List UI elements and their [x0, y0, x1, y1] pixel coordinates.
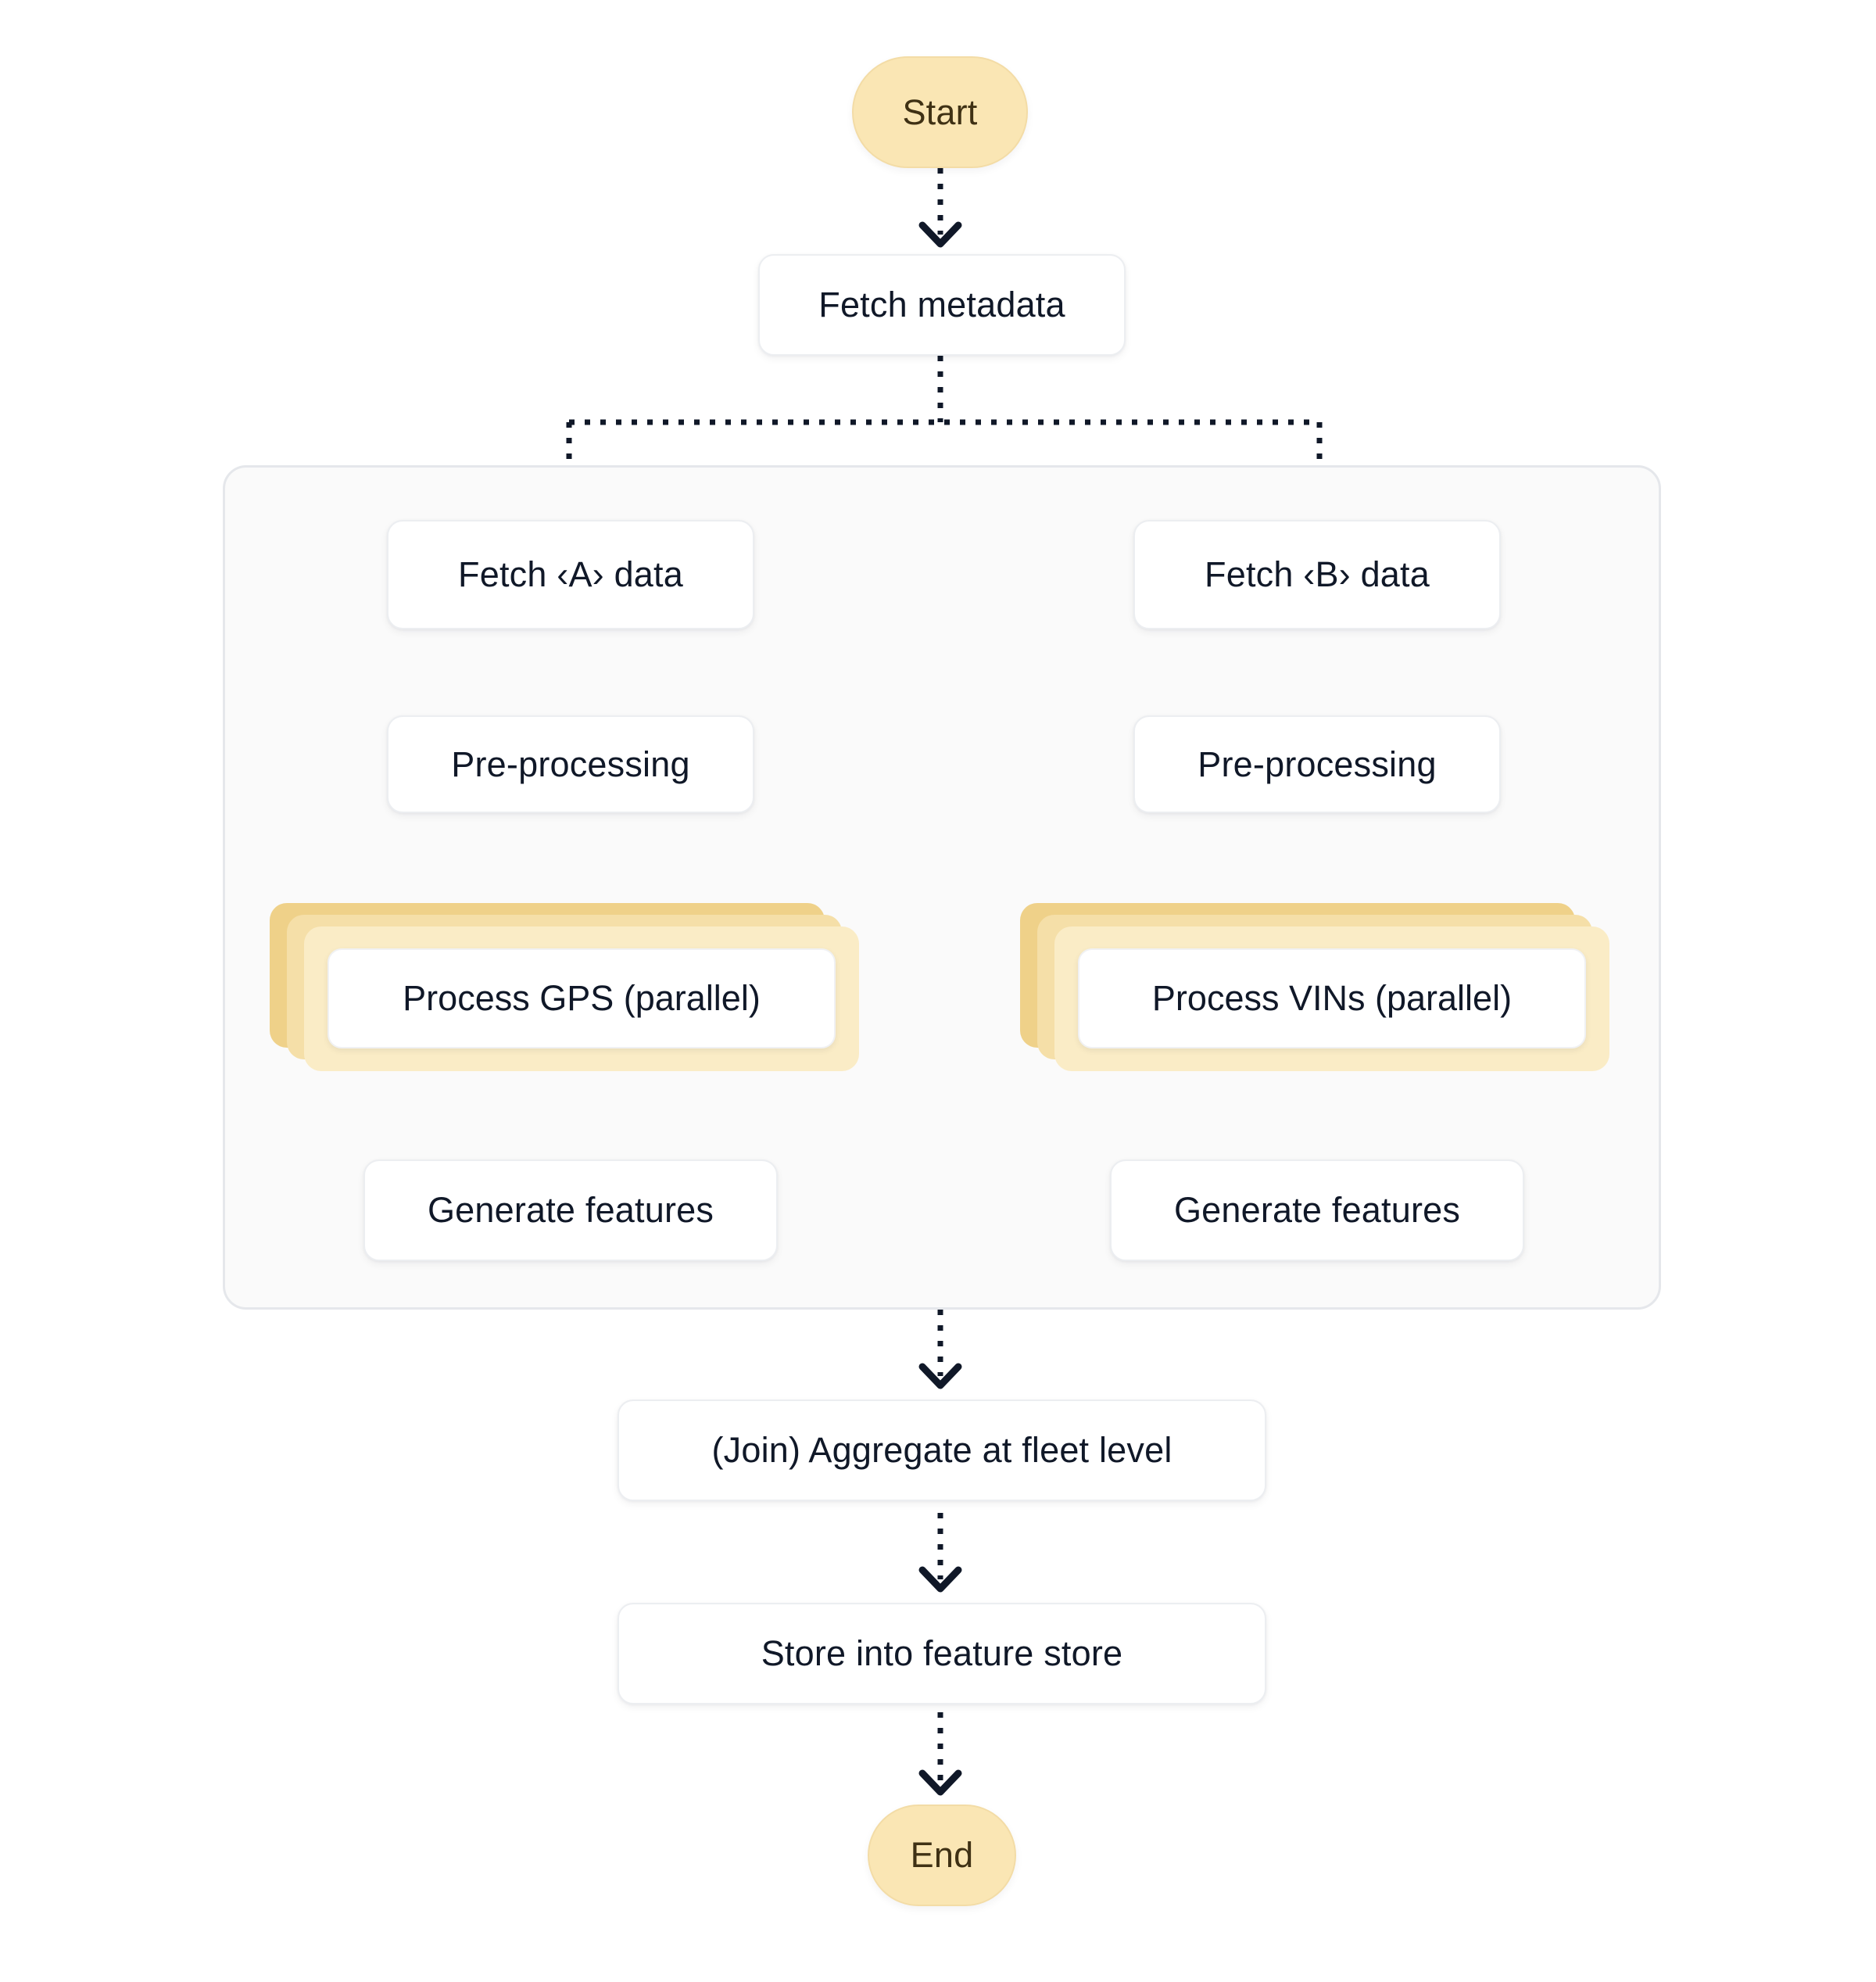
node-process-gps-label: Process GPS (parallel): [328, 948, 836, 1048]
node-start[interactable]: Start: [852, 56, 1028, 168]
node-process-vins-parallel[interactable]: Process VINs (parallel): [1020, 903, 1609, 1071]
node-join-aggregate-fleet-level[interactable]: (Join) Aggregate at fleet level: [618, 1400, 1266, 1501]
node-fetch-b-data[interactable]: Fetch ‹B› data: [1133, 520, 1501, 629]
node-fetch-metadata[interactable]: Fetch metadata: [758, 254, 1126, 356]
node-preprocessing-a[interactable]: Pre-processing: [387, 715, 754, 813]
node-preprocessing-b[interactable]: Pre-processing: [1133, 715, 1501, 813]
node-generate-features-b[interactable]: Generate features: [1110, 1159, 1524, 1261]
node-fetch-a-data[interactable]: Fetch ‹A› data: [387, 520, 754, 629]
node-end[interactable]: End: [868, 1805, 1016, 1906]
node-process-vins-label: Process VINs (parallel): [1078, 948, 1586, 1048]
arrowhead-store: [918, 1566, 962, 1593]
arrowhead-end: [918, 1769, 962, 1796]
node-process-gps-parallel[interactable]: Process GPS (parallel): [270, 903, 859, 1071]
node-generate-features-a[interactable]: Generate features: [363, 1159, 778, 1261]
arrowhead-fetch-metadata: [918, 221, 962, 248]
node-store-into-feature-store[interactable]: Store into feature store: [618, 1603, 1266, 1704]
arrowhead-join: [918, 1363, 962, 1389]
